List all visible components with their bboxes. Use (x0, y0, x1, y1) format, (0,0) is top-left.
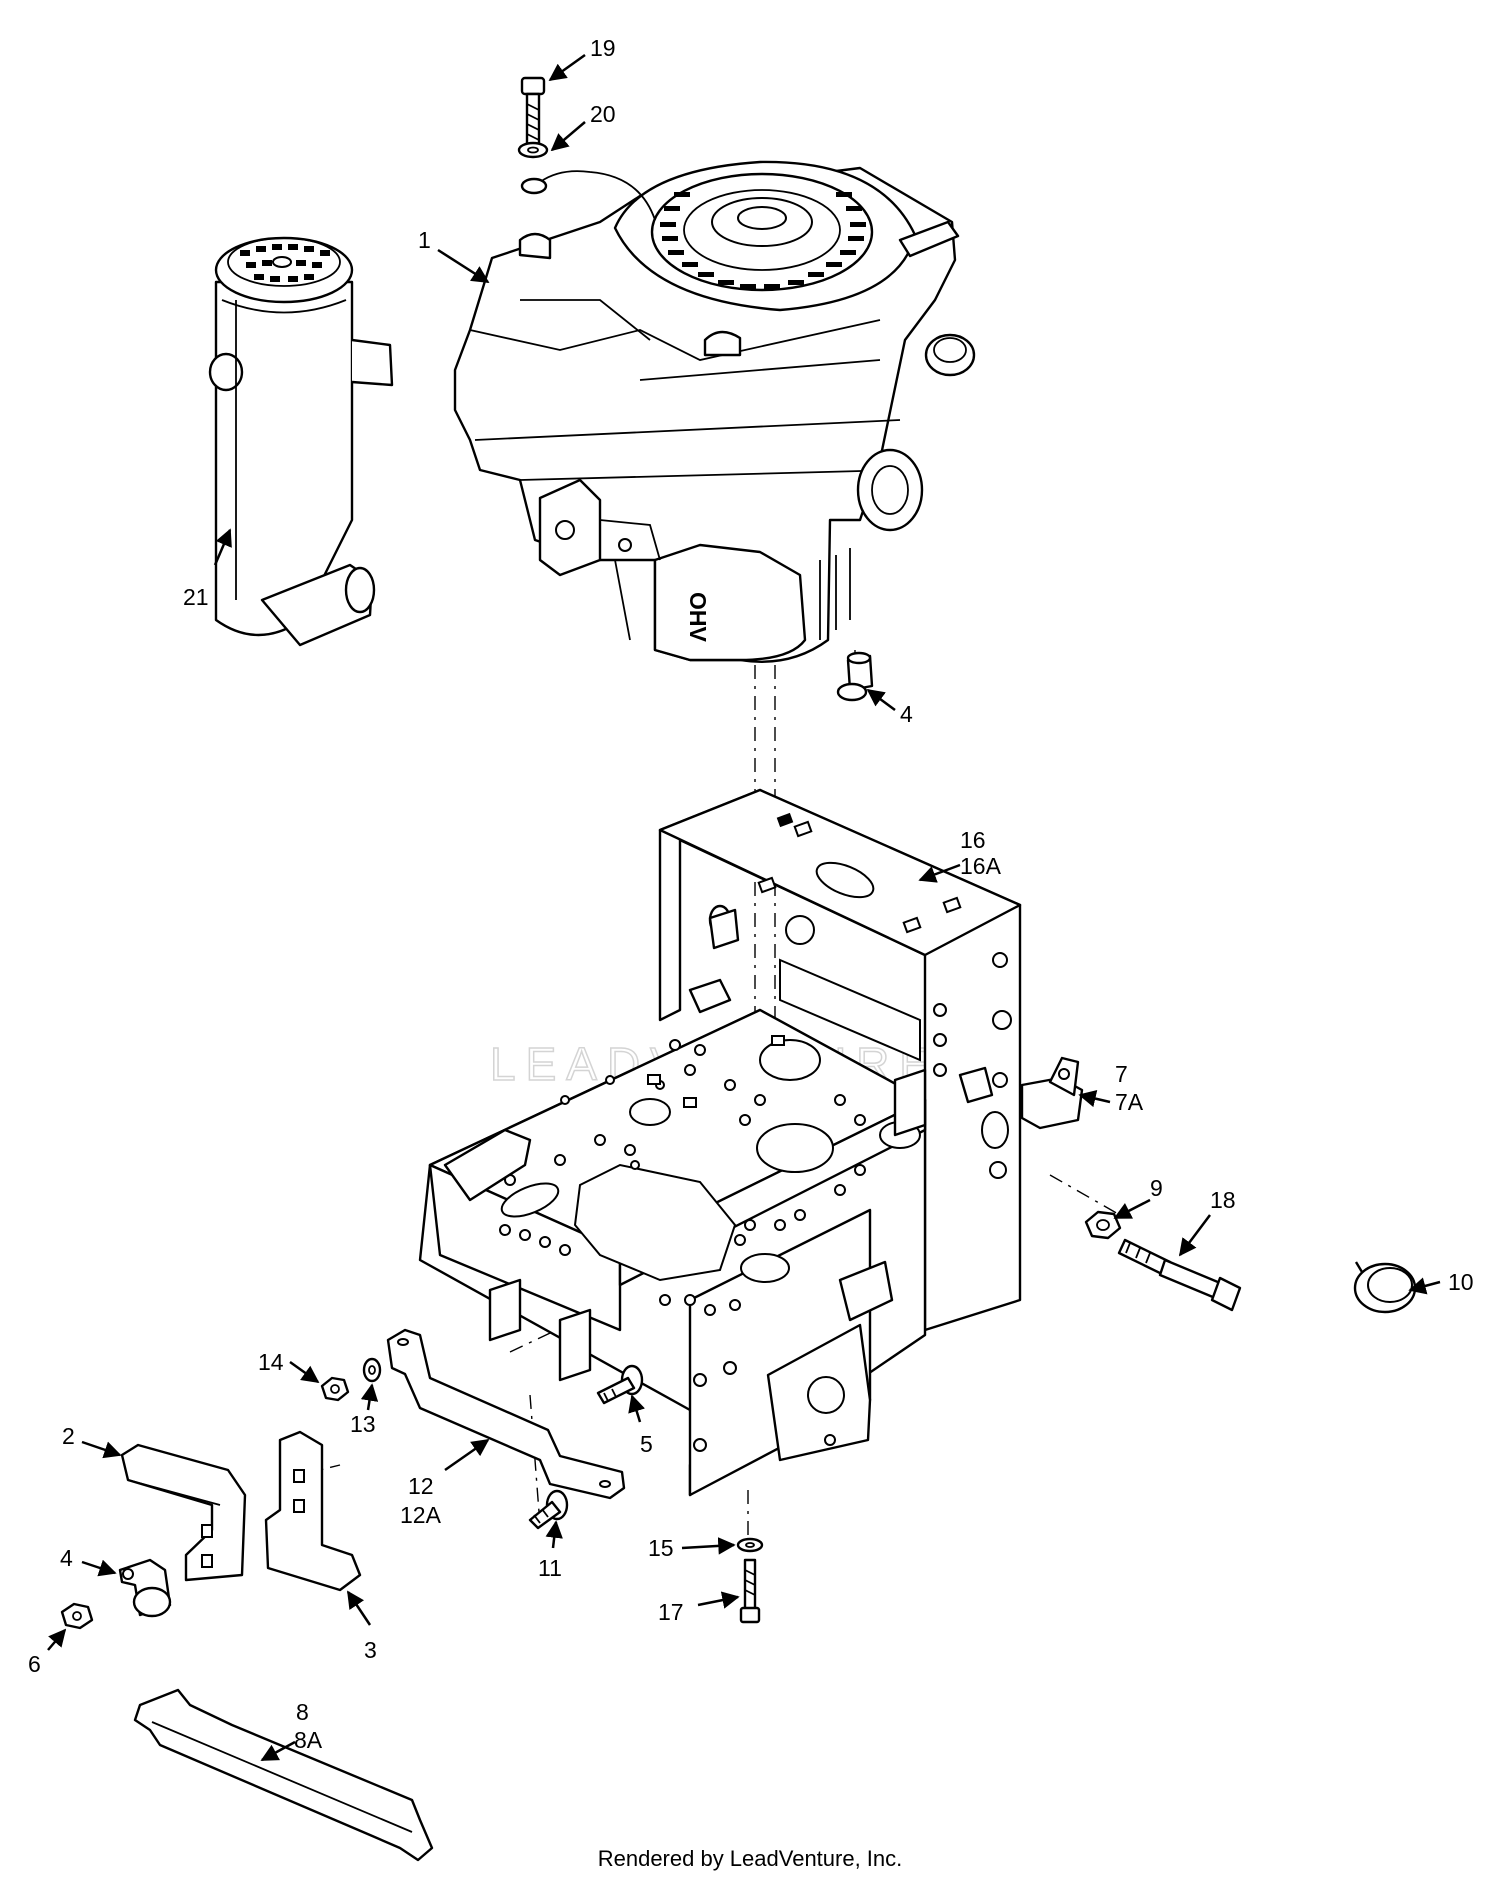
label-8a: 8A (294, 1727, 323, 1753)
cable-clamp-part-4-lower (118, 1558, 172, 1618)
label-6: 6 (28, 1651, 41, 1677)
label-12a: 12A (400, 1502, 442, 1528)
bracket-part-7 (1020, 1056, 1084, 1130)
label-5: 5 (640, 1431, 653, 1457)
bolt-part-19 (520, 76, 546, 152)
washer-part-13 (362, 1357, 382, 1383)
nut-part-14 (320, 1376, 350, 1402)
label-1: 1 (418, 227, 431, 253)
label-19: 19 (590, 35, 616, 61)
label-21: 21 (183, 584, 209, 610)
label-7: 7 (1115, 1061, 1128, 1087)
label-9: 9 (1150, 1175, 1163, 1201)
label-2: 2 (62, 1423, 75, 1449)
cover-plate-part-2 (120, 1443, 247, 1582)
label-4-lower: 4 (60, 1545, 73, 1571)
ground-wire (520, 170, 656, 221)
shoulder-bolt-part-18 (1117, 1238, 1242, 1312)
bolt-part-11 (528, 1489, 569, 1530)
label-16a: 16A (960, 853, 1002, 879)
bar-part-8 (133, 1688, 434, 1862)
engine-part: OHV (453, 160, 976, 663)
mounting-bracket-part-3 (264, 1430, 362, 1592)
label-7a: 7A (1115, 1089, 1144, 1115)
label-12: 12 (408, 1473, 434, 1499)
bolt-part-17 (739, 1558, 761, 1624)
label-15: 15 (648, 1535, 674, 1561)
spacer-part-4-upper (836, 651, 874, 702)
label-4-upper: 4 (900, 701, 913, 727)
label-20: 20 (590, 101, 616, 127)
label-14: 14 (258, 1349, 284, 1375)
label-18: 18 (1210, 1187, 1236, 1213)
label-13: 13 (350, 1411, 376, 1437)
muffler-part (208, 236, 394, 647)
bolt-part-5 (596, 1364, 644, 1405)
label-8: 8 (296, 1699, 309, 1725)
nut-part-6 (60, 1602, 94, 1630)
snap-ring-part-10 (1353, 1261, 1417, 1314)
label-11: 11 (538, 1555, 562, 1581)
label-17: 17 (658, 1599, 684, 1625)
label-16: 16 (960, 827, 986, 853)
bracket-part-12 (386, 1328, 626, 1500)
callouts: 19 20 1 21 4 16 16A 7 7A 9 18 10 14 13 5… (28, 35, 1474, 1762)
flange-nut-part-9 (1084, 1210, 1122, 1240)
frame-part-16 (418, 788, 1022, 1497)
label-10: 10 (1448, 1269, 1474, 1295)
credit-footer: Rendered by LeadVenture, Inc. (597, 1846, 903, 1871)
washer-part-15 (736, 1537, 764, 1553)
washer-part-20 (517, 141, 549, 159)
label-3: 3 (364, 1637, 377, 1663)
engine-badge: OHV (685, 592, 711, 643)
